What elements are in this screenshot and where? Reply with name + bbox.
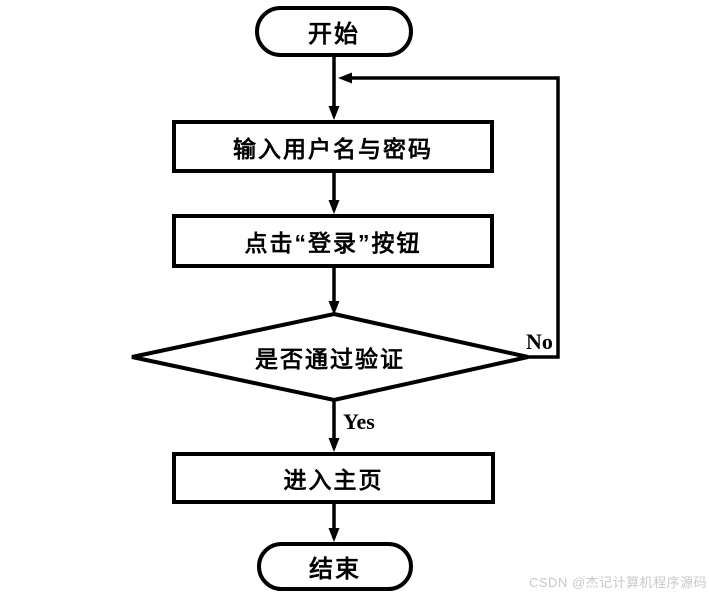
arrowhead-into-click xyxy=(328,200,340,214)
yes-edge-label: Yes xyxy=(342,409,376,434)
node-end-label: 结束 xyxy=(309,556,361,583)
arrowhead-into-home xyxy=(328,438,340,452)
edge-no-loop xyxy=(344,76,560,359)
arrowhead-into-verify xyxy=(328,301,340,315)
arrowhead-into-input xyxy=(328,106,340,120)
node-process-enter-home: 进入主页 xyxy=(172,452,495,504)
node-process-input-credentials-label: 输入用户名与密码 xyxy=(233,135,433,162)
arrowhead-no-loop xyxy=(338,72,352,84)
node-process-click-login: 点击“登录”按钮 xyxy=(172,214,494,268)
node-start: 开始 xyxy=(255,6,413,57)
node-end: 结束 xyxy=(257,542,413,591)
arrowhead-into-end xyxy=(328,528,340,542)
node-process-click-login-label: 点击“登录”按钮 xyxy=(244,230,422,256)
node-start-label: 开始 xyxy=(308,21,360,48)
node-process-input-credentials: 输入用户名与密码 xyxy=(172,120,494,173)
node-process-enter-home-label: 进入主页 xyxy=(283,467,384,493)
decision-diamond xyxy=(131,311,529,403)
no-edge-label: No xyxy=(525,329,554,354)
watermark: CSDN @杰记计算机程序源码 xyxy=(529,575,708,590)
